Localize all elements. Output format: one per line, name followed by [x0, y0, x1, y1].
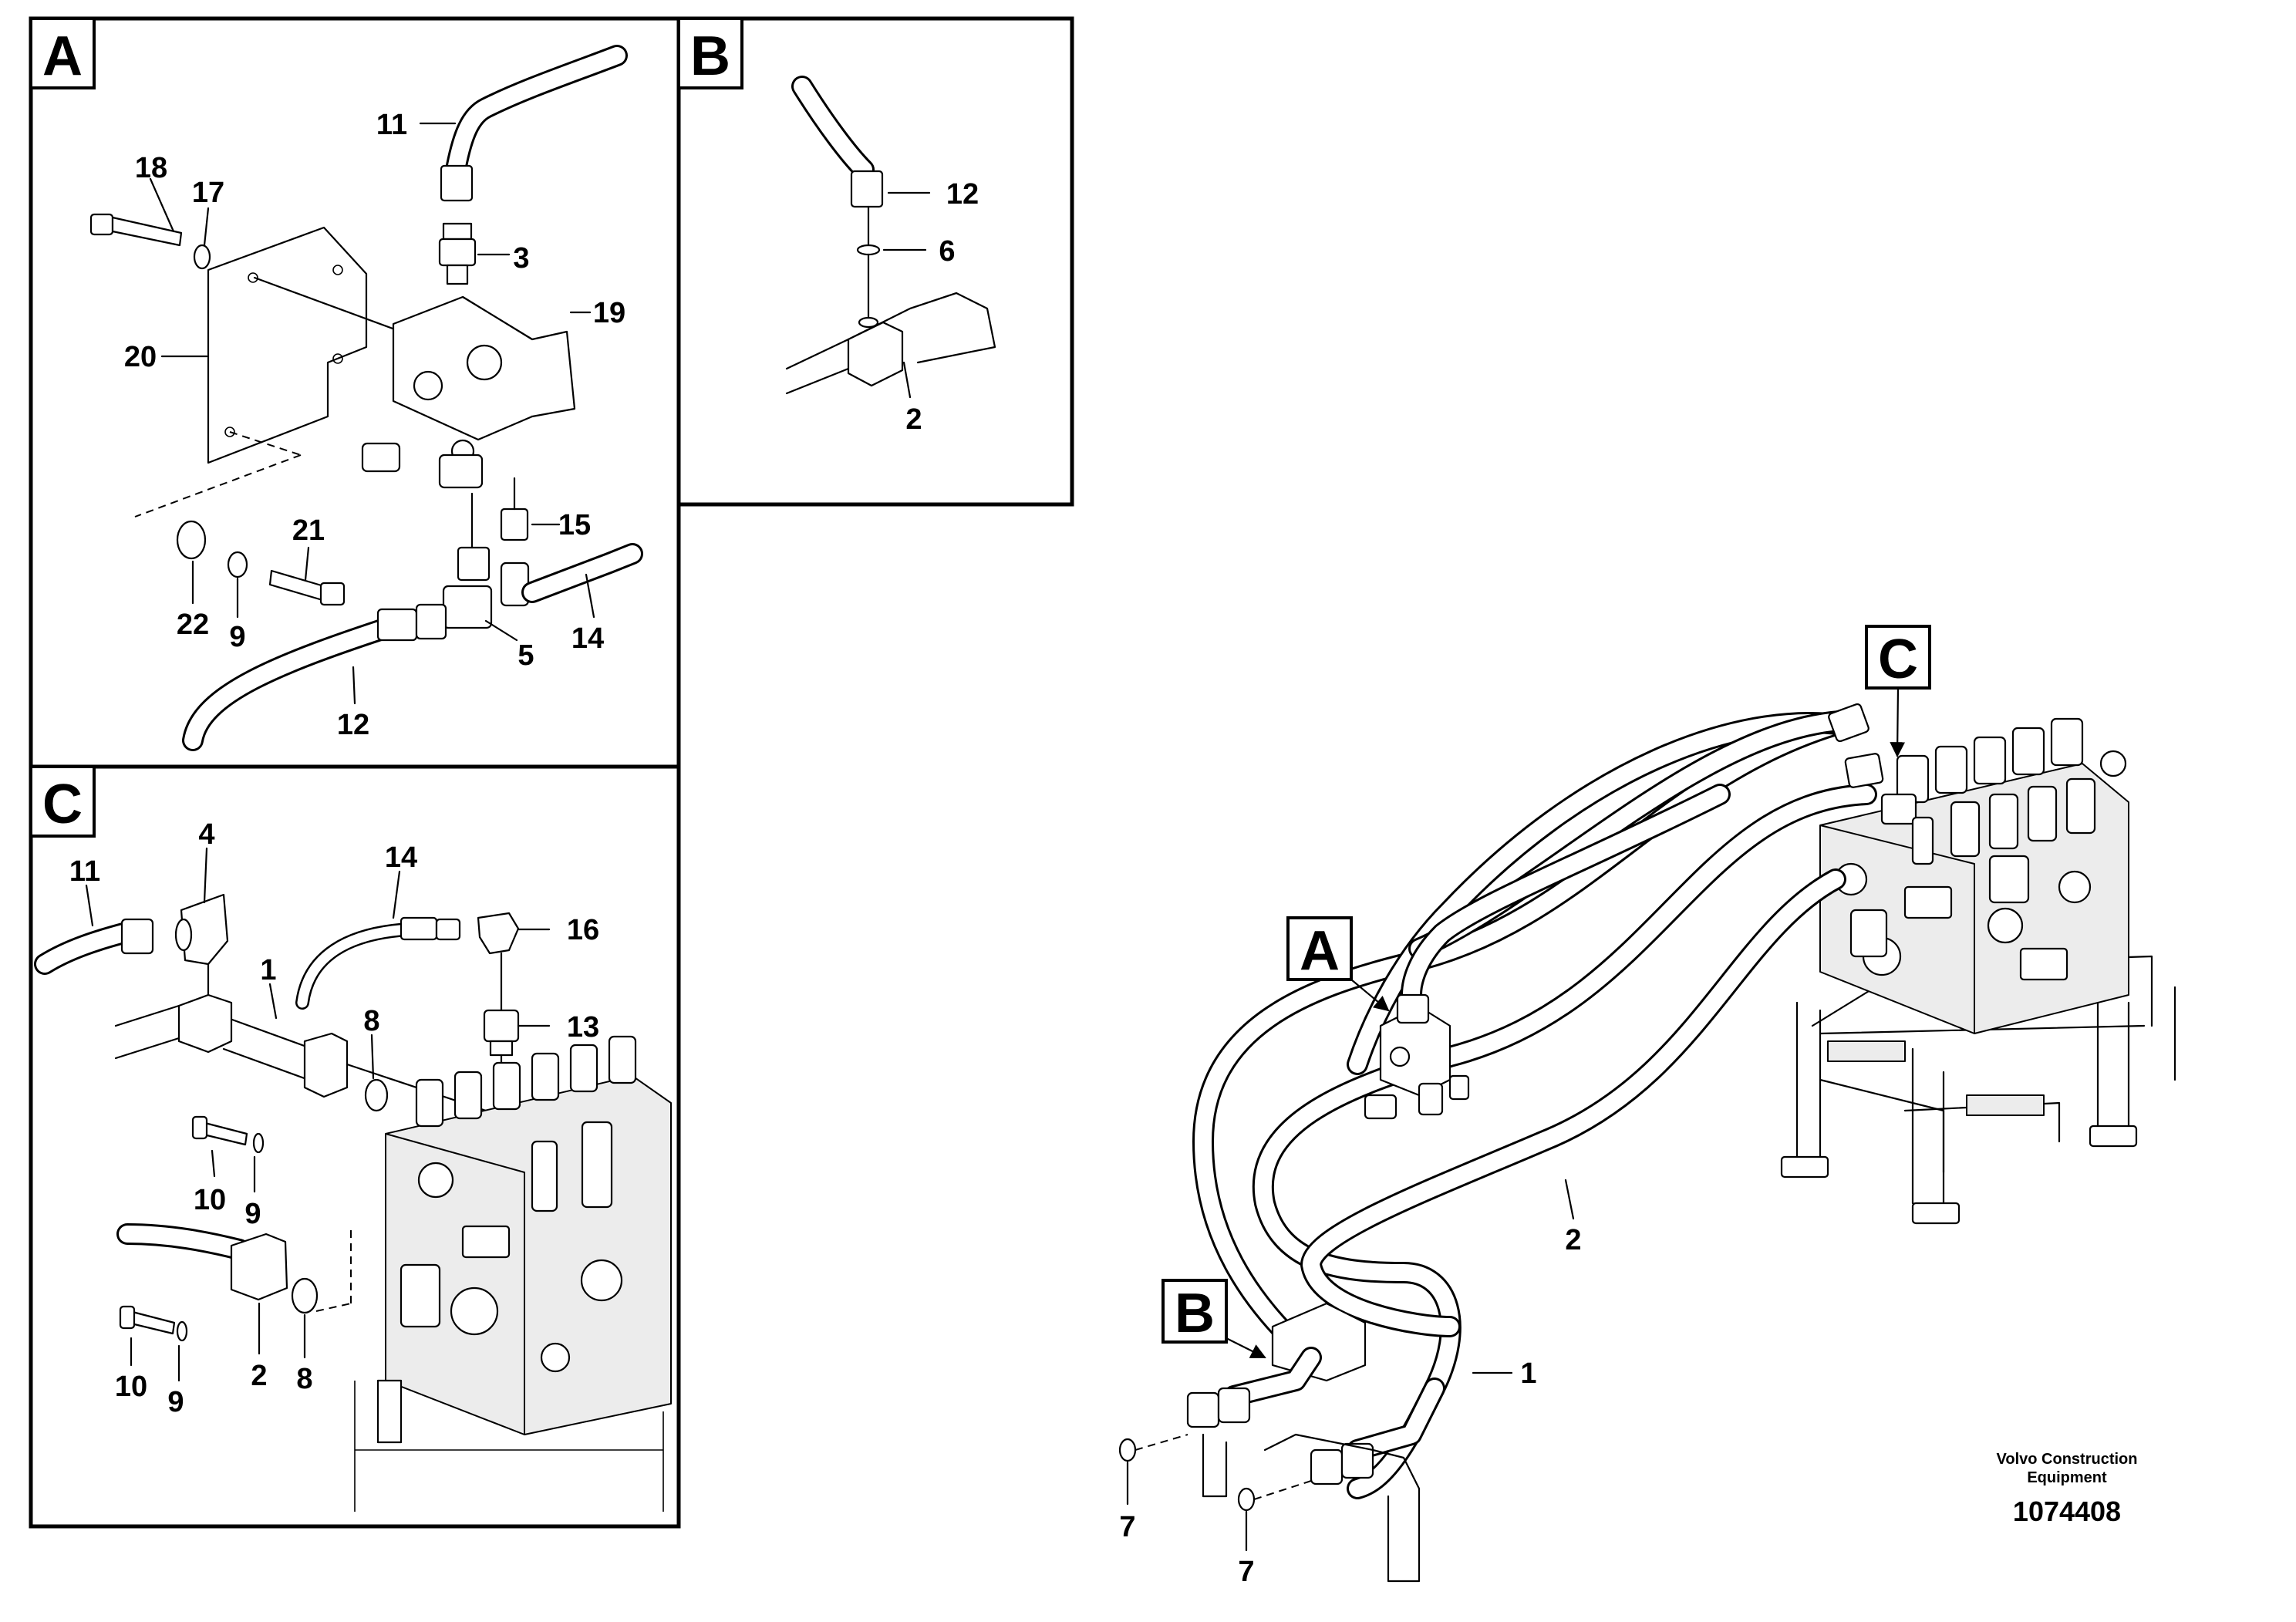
marker-b-letter: B: [1175, 1283, 1215, 1344]
tee-fitting-5: [442, 585, 493, 629]
panel-c-callout: 9: [167, 1386, 184, 1418]
brand-line-2: Equipment: [2027, 1469, 2107, 1486]
panel-c-callout: 11: [69, 855, 100, 888]
o-ring-7: [1237, 1487, 1256, 1512]
panel-c-callout: 8: [296, 1363, 312, 1395]
marker-a-box: [1286, 916, 1353, 981]
panel-b: B 12 6 2: [676, 16, 1074, 507]
marker-c-letter: C: [1878, 629, 1918, 690]
panel-a-callout: 5: [518, 639, 534, 672]
hose-fitting-11: [440, 164, 474, 202]
panel-a-callout: 18: [135, 152, 167, 184]
panel-b-callout: 6: [939, 235, 955, 268]
panel-a-callout: 19: [593, 297, 625, 329]
panel-a-callout: 17: [192, 177, 224, 209]
drawing-number: 1074408: [2013, 1496, 2121, 1527]
panel-a-callout: 21: [292, 514, 325, 547]
panel-a: A: [29, 16, 681, 769]
marker-b-box: [1161, 1279, 1228, 1344]
main-callout: 7: [1238, 1556, 1254, 1588]
panel-c-callout: 10: [115, 1371, 147, 1403]
panel-a-callout: 3: [513, 242, 529, 275]
brand-line-1: Volvo Construction: [1997, 1451, 2138, 1468]
main-assembly: A B C 2 1 7 7: [1118, 625, 2176, 1588]
o-ring-6: [856, 244, 881, 256]
main-callout: 1: [1520, 1357, 1536, 1390]
panel-a-callout: 11: [376, 109, 407, 141]
o-ring-8: [364, 1078, 389, 1112]
panel-b-letter: B: [690, 25, 730, 87]
elbow-16: [477, 912, 520, 955]
control-valve-bank-detail: [354, 1035, 672, 1512]
panel-c-callout: 1: [260, 954, 276, 986]
panel-c-callout: 13: [567, 1011, 599, 1044]
panel-a-callout: 9: [229, 621, 245, 653]
flange-1: [303, 1032, 349, 1098]
o-ring-7: [1118, 1438, 1137, 1462]
end-fitting: [1310, 1448, 1344, 1485]
panel-a-letter: A: [42, 25, 83, 87]
panel-c-callout: 10: [194, 1184, 226, 1216]
end-fitting: [1186, 1391, 1220, 1428]
panel-a-callout: 12: [337, 709, 369, 741]
panel-b-frame: [676, 16, 1074, 507]
adapter-13: [483, 1009, 520, 1043]
panel-a-callout: 20: [124, 341, 157, 373]
main-callout: 7: [1119, 1511, 1135, 1543]
panel-c: C: [29, 764, 681, 1529]
hose-fitting-12: [850, 170, 884, 208]
panel-b-callout: 2: [905, 403, 922, 436]
panel-c-callout: 14: [385, 841, 417, 874]
panel-c-callout: 4: [198, 818, 214, 851]
elbow-4: [180, 893, 229, 966]
mounting-plate-20: [207, 226, 368, 464]
panel-a-callout: 22: [177, 609, 209, 641]
panel-b-callout: 12: [946, 178, 979, 211]
panel-c-frame: [29, 764, 681, 1529]
tee-b-in-assembly: [1271, 1302, 1367, 1382]
valve-a-in-assembly: [1364, 993, 1470, 1120]
main-callout: 2: [1565, 1224, 1581, 1256]
panel-c-callout: 9: [244, 1198, 261, 1230]
panel-b-letter-box: [677, 17, 743, 89]
valve-bank-frame: [1780, 955, 2176, 1225]
main-valve-bank: [1819, 717, 2129, 1034]
footer: Volvo Construction Equipment 1074408: [1997, 1451, 2138, 1527]
tee-fitting-2: [847, 321, 904, 387]
panel-a-callout: 15: [558, 509, 591, 541]
marker-a-letter: A: [1300, 920, 1340, 982]
panel-a-letter-box: [29, 17, 96, 89]
panel-c-letter-box: [29, 765, 96, 838]
panel-c-letter: C: [42, 774, 83, 835]
panel-a-callout: 14: [571, 622, 604, 655]
flange-2: [230, 1233, 288, 1301]
panel-c-callout: 16: [567, 914, 599, 946]
panel-c-callout: 2: [251, 1360, 267, 1392]
panel-c-callout: 8: [363, 1005, 379, 1037]
